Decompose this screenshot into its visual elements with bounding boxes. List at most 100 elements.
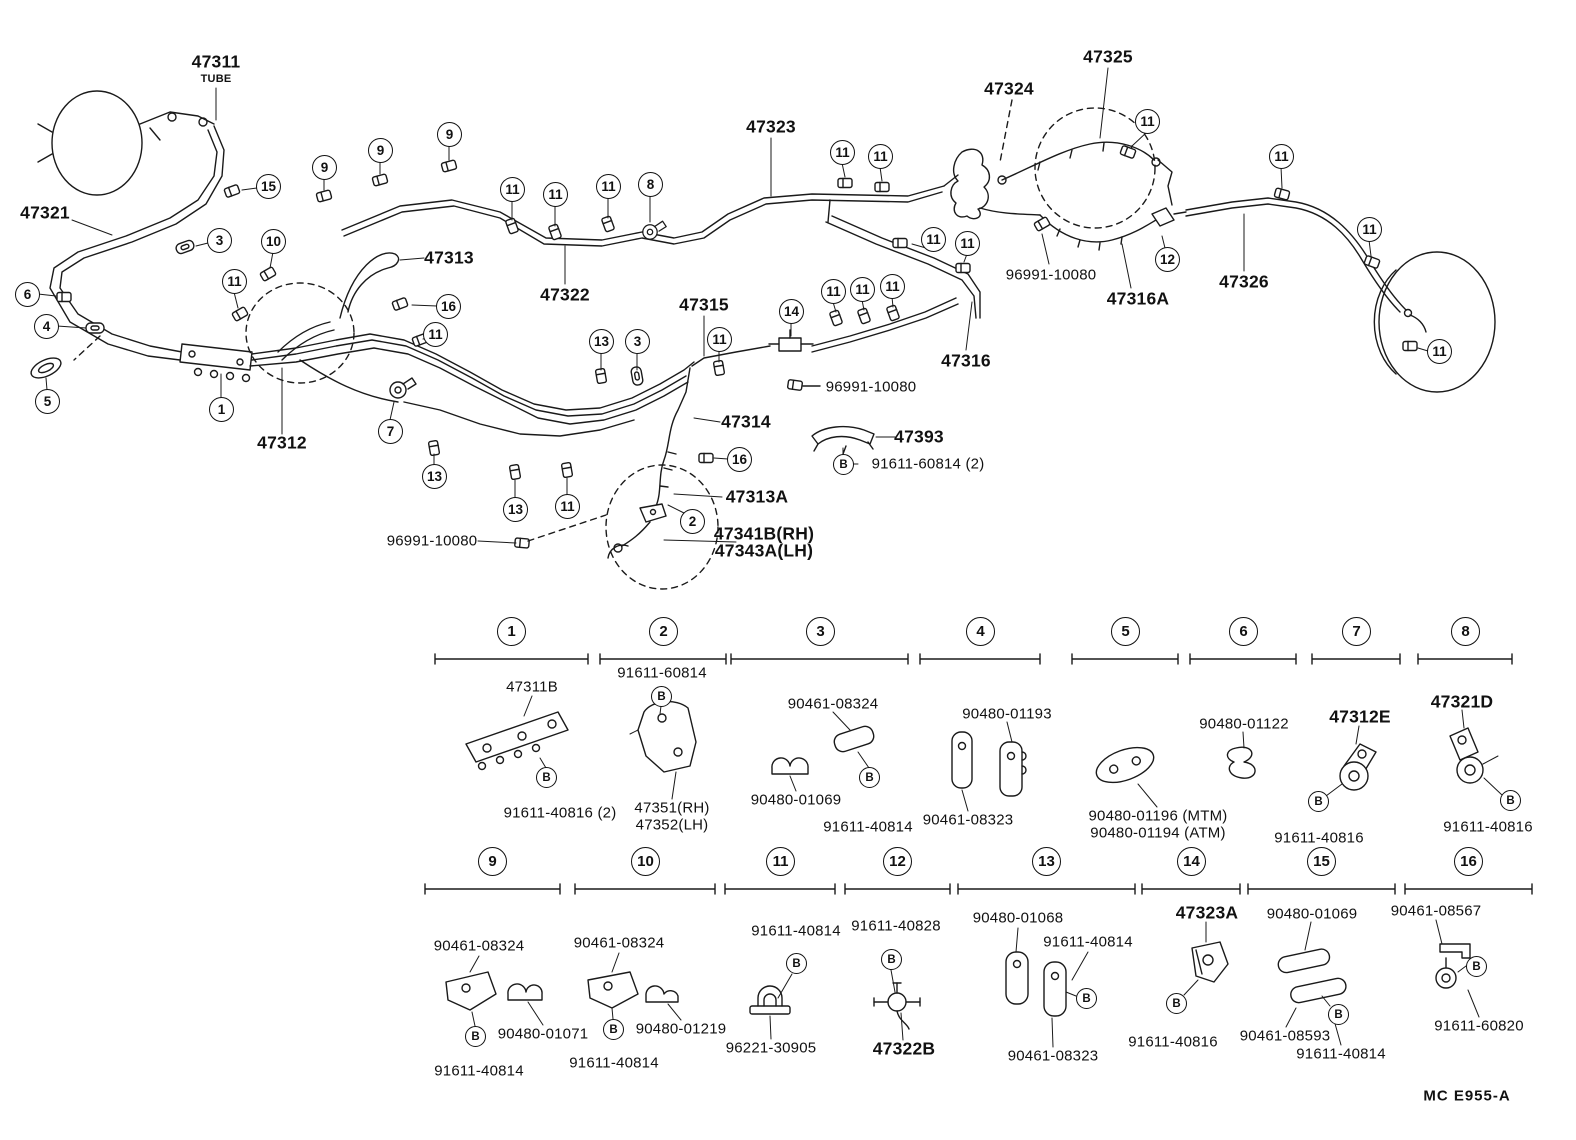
legend-7-bolt: 91611-40816 <box>1274 829 1364 847</box>
callout-11: 11 <box>500 177 525 202</box>
part-drawing-item-1 <box>465 695 569 771</box>
legend-num-4: 4 <box>966 617 995 646</box>
callout-3: 3 <box>207 228 232 253</box>
part-drawing-item-6 <box>1226 731 1256 779</box>
legend-9-part-b: 90480-01071 <box>497 1025 589 1043</box>
legend-num-16: 16 <box>1454 847 1483 876</box>
part-drawing-item-16 <box>1435 919 1480 1018</box>
legend-3-part-a: 90461-08324 <box>787 695 879 713</box>
legend-10-part-b: 90480-01219 <box>635 1020 727 1038</box>
callout-8: 8 <box>638 172 663 197</box>
part-drawing-item-3 <box>771 711 875 792</box>
bracket-47393-drawing <box>811 425 875 455</box>
label-47311: 47311 <box>191 51 241 72</box>
callout-13: 13 <box>503 497 528 522</box>
label-tube: TUBE <box>200 73 232 85</box>
callout-12: 12 <box>1155 247 1180 272</box>
hose-47316A-drawing <box>1039 207 1187 251</box>
legend-13-part-a: 90480-01068 <box>972 909 1064 927</box>
legend-brackets-row1 <box>434 653 1513 665</box>
callout-11: 11 <box>543 182 568 207</box>
label-47343A: 47343A(LH) <box>714 540 814 561</box>
legend-num-1: 1 <box>497 617 526 646</box>
construction-lines <box>73 99 1156 590</box>
callout-11: 11 <box>821 279 846 304</box>
callout-11: 11 <box>955 231 980 256</box>
bolt-marker-item-8: B <box>1500 790 1521 811</box>
label-47341B: 47341B(RH) <box>713 523 815 544</box>
legend-8-bolt: 91611-40816 <box>1443 818 1533 836</box>
legend-num-9: 9 <box>478 847 507 876</box>
legend-num-10: 10 <box>631 847 660 876</box>
legend-10-bolt: 91611-40814 <box>569 1054 659 1072</box>
callout-11: 11 <box>880 274 905 299</box>
part-drawing-item-12 <box>873 969 921 1041</box>
legend-num-7: 7 <box>1342 617 1371 646</box>
callout-9: 9 <box>368 138 393 163</box>
label-91611-60814: 91611-60814 (2) <box>871 455 985 473</box>
part-drawing-item-15 <box>1277 921 1347 1046</box>
bolt-marker-main: B <box>833 454 854 475</box>
legend-8-part: 47321D <box>1430 691 1494 712</box>
legend-6-part: 90480-01122 <box>1199 715 1289 733</box>
callout-11: 11 <box>707 327 732 352</box>
drawing-code: MC E955-A <box>1423 1087 1511 1105</box>
t-fitting-drawing <box>768 329 814 352</box>
callout-11: 11 <box>868 144 893 169</box>
callout-11: 11 <box>1357 217 1382 242</box>
hose-47313A-drawing <box>607 367 691 559</box>
leader-lines <box>37 67 1429 544</box>
callout-11: 11 <box>596 174 621 199</box>
legend-4-part-b: 90461-08323 <box>922 811 1014 829</box>
bolt-marker-item-1: B <box>536 767 557 788</box>
label-47316: 47316 <box>941 350 991 371</box>
callout-6: 6 <box>15 282 40 307</box>
connector-47324-drawing <box>950 148 991 220</box>
part-drawing-item-9 <box>445 955 544 1027</box>
legend-2-part-rh: 47351(RH) <box>634 799 710 817</box>
bolt-marker-item-9: B <box>465 1026 486 1047</box>
legend-num-15: 15 <box>1307 847 1336 876</box>
bolt-marker-item-16: B <box>1466 956 1487 977</box>
label-47312: 47312 <box>257 432 307 453</box>
legend-2-part-lh: 47352(LH) <box>635 816 709 834</box>
legend-1-part: 47311B <box>506 678 558 696</box>
brake-booster-drawing <box>37 90 215 196</box>
bolt-marker-item-7: B <box>1308 791 1329 812</box>
callout-11: 11 <box>921 227 946 252</box>
callout-1: 1 <box>209 397 234 422</box>
callout-7: 7 <box>378 419 403 444</box>
part-drawing-item-8 <box>1449 709 1503 796</box>
callout-13: 13 <box>422 464 447 489</box>
label-47314: 47314 <box>721 411 771 432</box>
bolt-marker-item-12: B <box>881 949 902 970</box>
label-47313: 47313 <box>424 247 474 268</box>
bolt-marker-item-14: B <box>1166 993 1187 1014</box>
legend-3-bolt: 91611-40814 <box>823 818 913 836</box>
callout-11: 11 <box>1427 339 1452 364</box>
legend-1-bolt: 91611-40816 (2) <box>503 804 617 822</box>
callout-11: 11 <box>830 140 855 165</box>
bolt-marker-item-10: B <box>603 1019 624 1040</box>
part-drawing-item-10 <box>587 952 682 1021</box>
bolt-marker-item-13: B <box>1076 988 1097 1009</box>
callout-11: 11 <box>850 277 875 302</box>
legend-16-bolt: 91611-60820 <box>1434 1017 1524 1035</box>
part-drawing-item-14 <box>1183 921 1229 996</box>
bolt-marker-item-15: B <box>1328 1004 1349 1025</box>
part-drawing-item-11 <box>749 973 793 1040</box>
legend-3-part-b: 90480-01069 <box>750 791 842 809</box>
legend-13-bolt: 91611-40814 <box>1043 933 1133 951</box>
legend-15-bolt: 91611-40814 <box>1296 1045 1386 1063</box>
legend-num-3: 3 <box>806 617 835 646</box>
legend-12-part: 47322B <box>872 1038 936 1059</box>
callout-9: 9 <box>437 122 462 147</box>
bolt-marker-item-2: B <box>651 686 672 707</box>
legend-2-bolt: 91611-60814 <box>617 664 707 682</box>
label-47323: 47323 <box>746 116 796 137</box>
legend-16-part: 90461-08567 <box>1390 902 1482 920</box>
callout-11: 11 <box>555 494 580 519</box>
part-drawing-item-13 <box>1005 927 1089 1048</box>
